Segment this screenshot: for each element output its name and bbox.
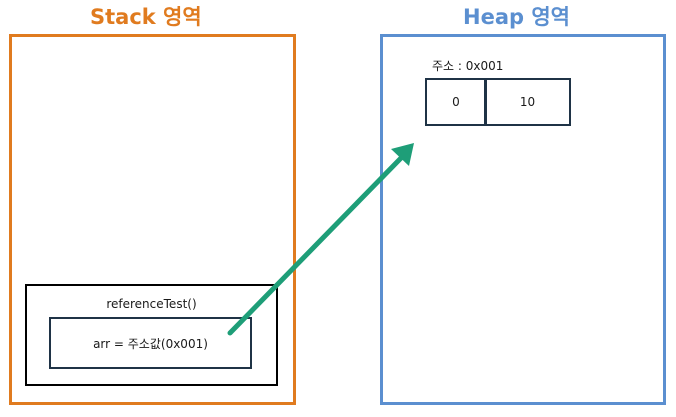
variable-text: arr = 주소값(0x001) [93,336,208,351]
heap-address-label: 주소 : 0x001 [432,59,504,73]
method-frame-label: referenceTest() [106,297,197,311]
heap-region-title: Heap 영역 [463,5,570,29]
array-cell-1: 10 [484,78,571,126]
variable-box: arr = 주소값(0x001) [49,317,252,369]
stack-region-title: Stack 영역 [90,5,202,29]
array-cell-0: 0 [425,78,487,126]
